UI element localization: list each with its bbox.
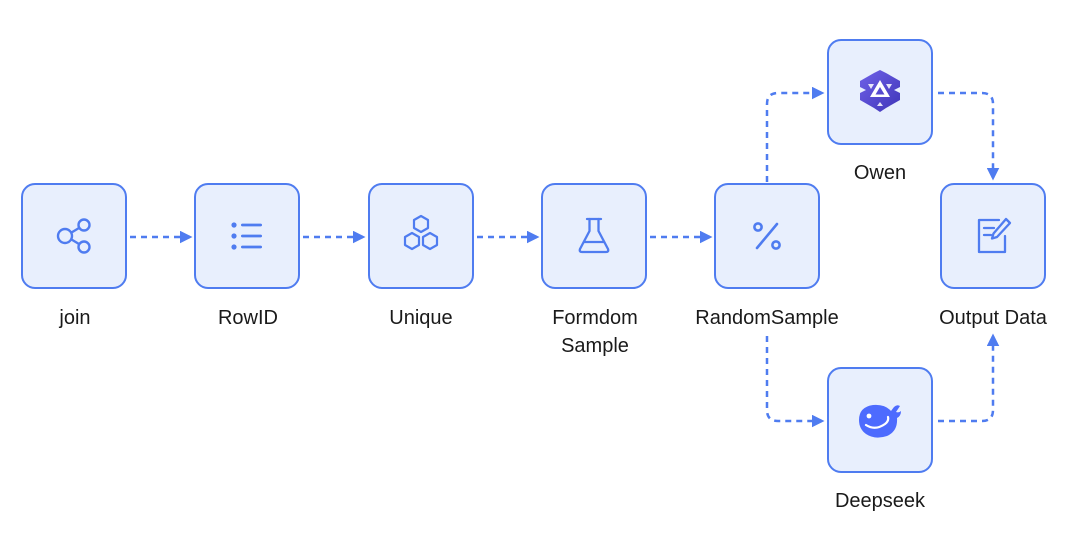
edge-owen-to-output bbox=[938, 91, 1000, 181]
edit-note-icon bbox=[977, 217, 1012, 254]
node-unique-label: Unique bbox=[389, 307, 453, 329]
share-icon bbox=[56, 218, 91, 254]
node-join-label: join bbox=[59, 307, 91, 329]
edge-random-to-owen bbox=[765, 86, 825, 182]
node-output-data[interactable] bbox=[940, 183, 1046, 289]
list-icon bbox=[231, 222, 262, 250]
node-join[interactable] bbox=[21, 183, 127, 289]
percent-icon bbox=[753, 222, 781, 250]
node-output-data-label: Output Data bbox=[939, 307, 1047, 329]
edge-random-to-deepseek bbox=[765, 336, 825, 428]
node-rowid[interactable] bbox=[194, 183, 300, 289]
node-random-sample[interactable] bbox=[714, 183, 820, 289]
edge-deepseek-to-output bbox=[938, 333, 1000, 423]
node-owen-label: Owen bbox=[853, 162, 907, 184]
deepseek-whale-icon bbox=[859, 404, 901, 438]
node-deepseek-label: Deepseek bbox=[834, 490, 926, 512]
node-formdom-sample[interactable] bbox=[541, 183, 647, 289]
node-rowid-label: RowID bbox=[217, 307, 278, 329]
node-unique[interactable] bbox=[368, 183, 474, 289]
node-random-sample-label: RandomSample bbox=[695, 307, 839, 329]
flask-icon bbox=[578, 217, 610, 254]
node-owen[interactable] bbox=[827, 39, 933, 145]
node-deepseek[interactable] bbox=[827, 367, 933, 473]
node-formdom-sample-label: Formdom Sample bbox=[552, 307, 638, 357]
hexagons-icon bbox=[403, 214, 439, 251]
qwen-logo-icon bbox=[860, 70, 900, 112]
